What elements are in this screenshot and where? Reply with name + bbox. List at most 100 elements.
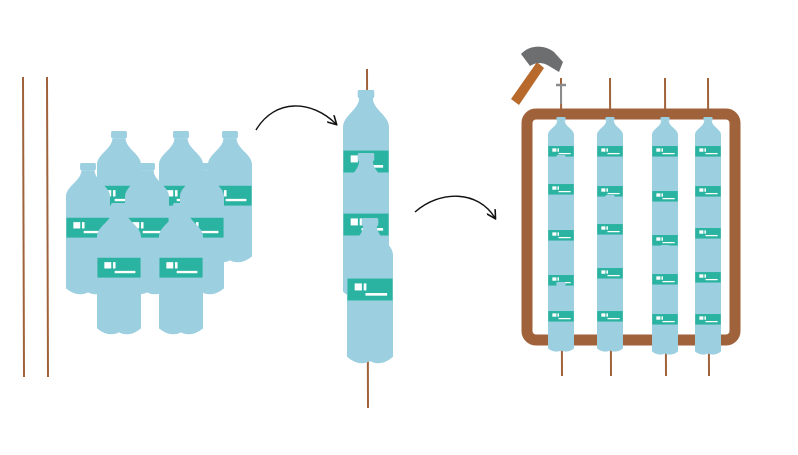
label-mark [83,230,105,234]
bottle [597,282,623,352]
label-mark [699,230,704,234]
bottle-label [548,311,574,322]
label-mark [557,277,559,281]
label-mark [662,241,675,244]
label-mark [606,148,608,152]
bottle-cap [173,203,189,211]
bottle-label [548,275,574,286]
label-mark [705,234,718,237]
bottle-cap [605,282,615,286]
step-threaded-bottles [343,68,393,409]
bottle-cap [605,239,615,243]
label-mark [704,274,706,278]
bottle [652,117,678,187]
bottle-cap [605,117,615,121]
bottle-cap [111,203,127,211]
bottle-cap [361,218,379,227]
label-mark [73,222,81,229]
label-mark [552,186,557,190]
label-mark [662,280,675,283]
label-mark [223,190,227,197]
label-mark [705,320,718,323]
bottle-cap [605,157,615,161]
bottle-cap [556,117,566,121]
bottle-label [695,186,721,197]
label-mark [704,230,706,234]
bottle-label [695,228,721,239]
label-mark [350,155,358,163]
bottle-cap [605,195,615,199]
label-mark [174,262,178,269]
label-mark [662,152,675,155]
bottle-label [548,184,574,195]
bottle-label [652,274,678,285]
label-mark [606,313,608,317]
label-mark [365,293,388,296]
bottle-columns [548,117,721,355]
label-mark [704,148,706,152]
label-mark [705,278,718,281]
label-mark [699,148,704,152]
bottle-cap [660,117,670,121]
label-mark [557,186,559,190]
bottle-label [695,314,721,325]
label-mark [661,148,663,152]
bottle-cap [139,163,155,171]
label-mark [606,226,608,230]
label-mark [354,283,362,291]
bottle [652,285,678,355]
label-mark [661,276,663,280]
label-mark [656,193,661,197]
bottle-label [695,272,721,283]
label-mark [557,232,559,236]
bottle-cap [660,285,670,289]
label-mark [132,222,140,229]
label-mark [607,192,620,195]
bottle-cap [703,243,713,247]
label-mark [662,197,675,200]
bottle-pile [66,131,252,335]
label-mark [607,317,620,320]
label-mark [552,313,557,317]
arrow-step-2-to-3 [414,195,495,218]
label-mark [81,222,85,229]
label-mark [166,262,174,269]
label-mark [104,262,112,269]
bottle-cap [194,163,210,171]
label-mark [601,148,606,152]
label-mark [359,218,363,226]
threaded-bottle-stack [343,90,393,364]
label-mark [699,188,704,192]
label-mark [656,237,661,241]
label-mark [661,316,663,320]
bottle-label [597,186,623,197]
label-mark [705,192,718,195]
label-mark [350,218,358,226]
bottle-cap [556,201,566,205]
label-mark [601,313,606,317]
label-mark [606,188,608,192]
bottle-label [97,257,141,278]
bottle-cap [111,131,127,139]
bottle [97,203,141,335]
label-mark [558,236,571,239]
bottle-label [548,230,574,241]
bottle-cap [556,155,566,159]
step-loose-bottles [22,76,252,378]
bottle-cap [703,199,713,203]
rod [22,76,25,378]
bottle [159,203,203,335]
rod [46,76,49,378]
bottle-cap [660,206,670,210]
bottle [548,201,574,271]
bottle-cap [660,245,670,249]
bottle [347,218,393,364]
bottle-label [695,146,721,157]
bottle-cap [556,246,566,250]
bottle-label [652,235,678,246]
label-mark [656,148,661,152]
bottle-label [159,257,203,278]
label-mark [112,262,116,269]
